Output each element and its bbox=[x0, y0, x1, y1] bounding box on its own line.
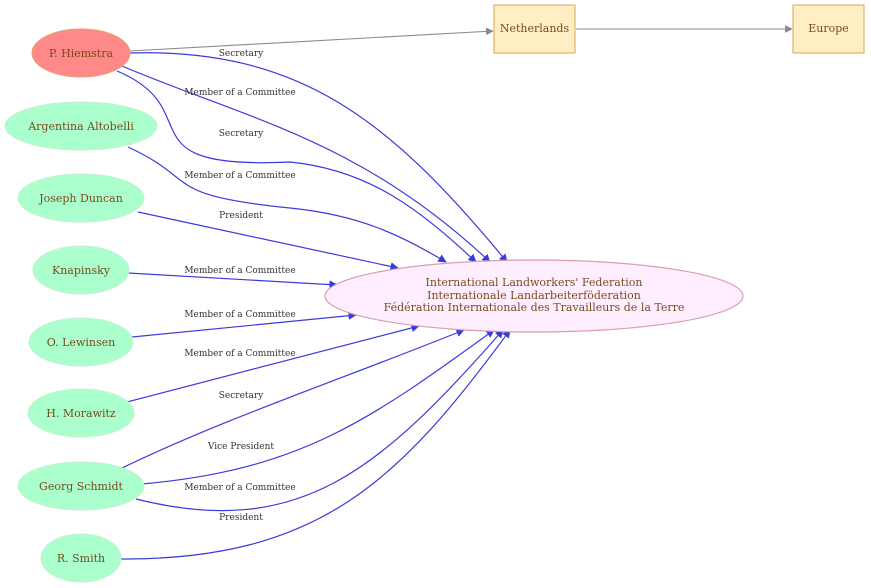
edge-label: Member of a Committee bbox=[184, 349, 295, 359]
edge-label: President bbox=[219, 211, 263, 221]
person-nodes: P. Hiemstra Argentina Altobelli Joseph D… bbox=[4, 28, 158, 583]
person-node-lewinsen[interactable]: O. Lewinsen bbox=[28, 317, 134, 367]
edge-schmidt-org-2 bbox=[141, 329, 495, 485]
edge-lewinsen-org bbox=[131, 311, 357, 338]
edge-label: Member of a Committee bbox=[184, 88, 295, 98]
person-node-schmidt[interactable]: Georg Schmidt bbox=[17, 461, 145, 511]
edge-smith-org bbox=[119, 329, 511, 560]
place-node-europe[interactable]: Europe bbox=[792, 4, 865, 54]
edge-hiemstra-org-3 bbox=[116, 70, 477, 263]
organization-name-french: Fédération Internationale des Travailleu… bbox=[384, 301, 685, 314]
person-label: H. Morawitz bbox=[46, 407, 116, 420]
person-node-smith[interactable]: R. Smith bbox=[40, 533, 122, 583]
person-node-altobelli[interactable]: Argentina Altobelli bbox=[4, 101, 158, 151]
person-node-hiemstra[interactable]: P. Hiemstra bbox=[31, 28, 131, 78]
edge-label: Member of a Committee bbox=[184, 171, 295, 181]
edge-label: Vice President bbox=[207, 442, 275, 452]
edge-label: Secretary bbox=[219, 49, 264, 59]
organization-name-english: International Landworkers' Federation bbox=[426, 276, 643, 289]
edge-schmidt-org-3 bbox=[135, 329, 504, 512]
organization-node[interactable]: International Landworkers' Federation In… bbox=[324, 259, 744, 333]
person-node-knapinsky[interactable]: Knapinsky bbox=[32, 245, 130, 295]
edge-morawitz-org bbox=[122, 323, 420, 404]
edges-layer bbox=[116, 25, 793, 560]
edge-duncan-org bbox=[137, 211, 399, 271]
place-nodes: Netherlands Europe bbox=[493, 4, 865, 54]
person-label: R. Smith bbox=[57, 552, 105, 565]
edge-hiemstra-org-1 bbox=[128, 52, 508, 263]
person-label: Knapinsky bbox=[52, 264, 111, 277]
edge-label: Secretary bbox=[219, 391, 264, 401]
place-label: Europe bbox=[808, 22, 849, 35]
person-label: O. Lewinsen bbox=[47, 336, 115, 349]
edge-altobelli-org bbox=[127, 146, 447, 263]
person-label: Argentina Altobelli bbox=[27, 120, 134, 133]
edge-hiemstra-org-2 bbox=[121, 65, 491, 263]
edge-label: Member of a Committee bbox=[184, 310, 295, 320]
edge-schmidt-org-1 bbox=[117, 328, 465, 471]
person-label: Georg Schmidt bbox=[39, 480, 123, 493]
edge-labels-layer: Secretary Member of a Committee Secretar… bbox=[184, 49, 295, 523]
place-node-netherlands[interactable]: Netherlands bbox=[493, 4, 576, 54]
person-label: P. Hiemstra bbox=[49, 47, 114, 60]
person-node-morawitz[interactable]: H. Morawitz bbox=[27, 388, 135, 438]
edge-label: Secretary bbox=[219, 129, 264, 139]
organization-name-german: Internationale Landarbeiterföderation bbox=[427, 289, 641, 302]
edge-hiemstra-netherlands bbox=[129, 27, 494, 52]
edge-label: Member of a Committee bbox=[184, 483, 295, 493]
person-node-duncan[interactable]: Joseph Duncan bbox=[17, 173, 145, 223]
edge-label: President bbox=[219, 513, 263, 523]
place-label: Netherlands bbox=[500, 22, 570, 35]
edge-knapinsky-org bbox=[127, 272, 338, 289]
edge-label: Member of a Committee bbox=[184, 266, 295, 276]
person-label: Joseph Duncan bbox=[38, 192, 123, 205]
